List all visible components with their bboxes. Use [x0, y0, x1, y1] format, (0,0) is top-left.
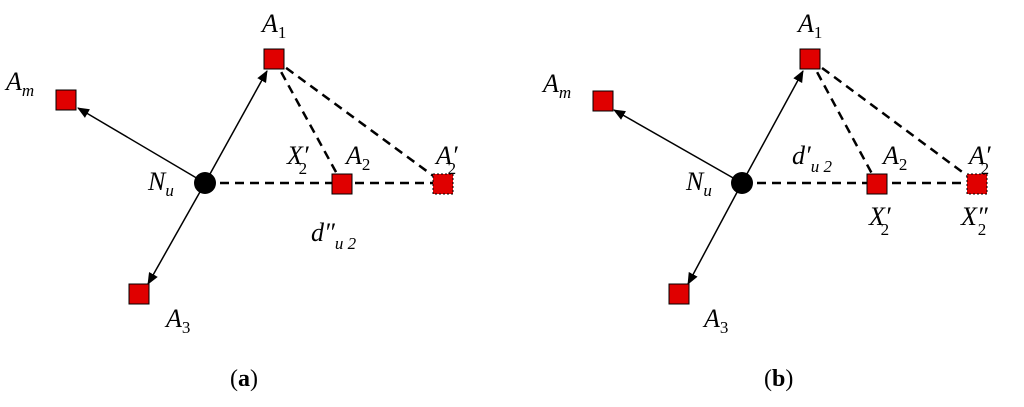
label-a3: A3	[164, 304, 190, 337]
label-x2-prime: X′2	[868, 202, 891, 239]
label-a2-prime: A′2	[967, 141, 991, 178]
anchor-a3	[128, 283, 150, 305]
arrow-nu-to-a3	[687, 182, 743, 285]
node-nu	[731, 172, 753, 194]
caption-a: (a)	[230, 366, 258, 392]
anchor-a3	[668, 283, 690, 305]
label-a3: A3	[702, 304, 728, 337]
arrow-nu-to-a1	[204, 70, 268, 184]
anchor-am	[592, 90, 614, 112]
panel-a: A1 Am A3 Nu A2 A′2 X′2 d″u 2 (a)	[4, 9, 458, 392]
dashed-a1-a2p	[809, 57, 978, 185]
label-am: Am	[4, 67, 34, 100]
anchor-a2-prime	[432, 173, 454, 195]
label-nu: Nu	[685, 167, 712, 200]
label-du2-double-prime: d″u 2	[311, 218, 357, 253]
caption-b: (b)	[764, 366, 793, 392]
label-a2: A2	[881, 141, 907, 174]
label-a2-prime: A′2	[434, 141, 458, 178]
arrow-nu-to-a3	[147, 182, 206, 285]
anchor-a1	[799, 48, 821, 70]
label-a1: A1	[796, 9, 822, 42]
anchor-a2-prime	[966, 173, 988, 195]
arrow-nu-to-a1	[741, 70, 804, 184]
node-nu	[194, 172, 216, 194]
anchor-a1	[263, 48, 285, 70]
anchor-a2	[331, 173, 353, 195]
label-nu: Nu	[147, 167, 174, 200]
panel-b: A1 Am A3 Nu A2 A′2 d′u 2 X′2 X″2 (b)	[541, 9, 991, 392]
label-a2: A2	[344, 141, 370, 174]
dashed-a1-a2p	[273, 57, 444, 185]
dashed-a1-a2	[808, 58, 879, 184]
label-du2-prime: d′u 2	[792, 141, 832, 176]
anchor-a2	[866, 173, 888, 195]
anchor-am	[55, 89, 77, 111]
label-x2-prime: X′2	[286, 141, 309, 178]
label-am: Am	[541, 69, 571, 102]
dashed-a1-a2	[272, 58, 344, 184]
label-x2-double-prime: X″2	[960, 202, 989, 239]
arrow-nu-to-am	[613, 109, 743, 184]
label-a1: A1	[260, 9, 286, 42]
arrow-nu-to-am	[77, 107, 206, 184]
